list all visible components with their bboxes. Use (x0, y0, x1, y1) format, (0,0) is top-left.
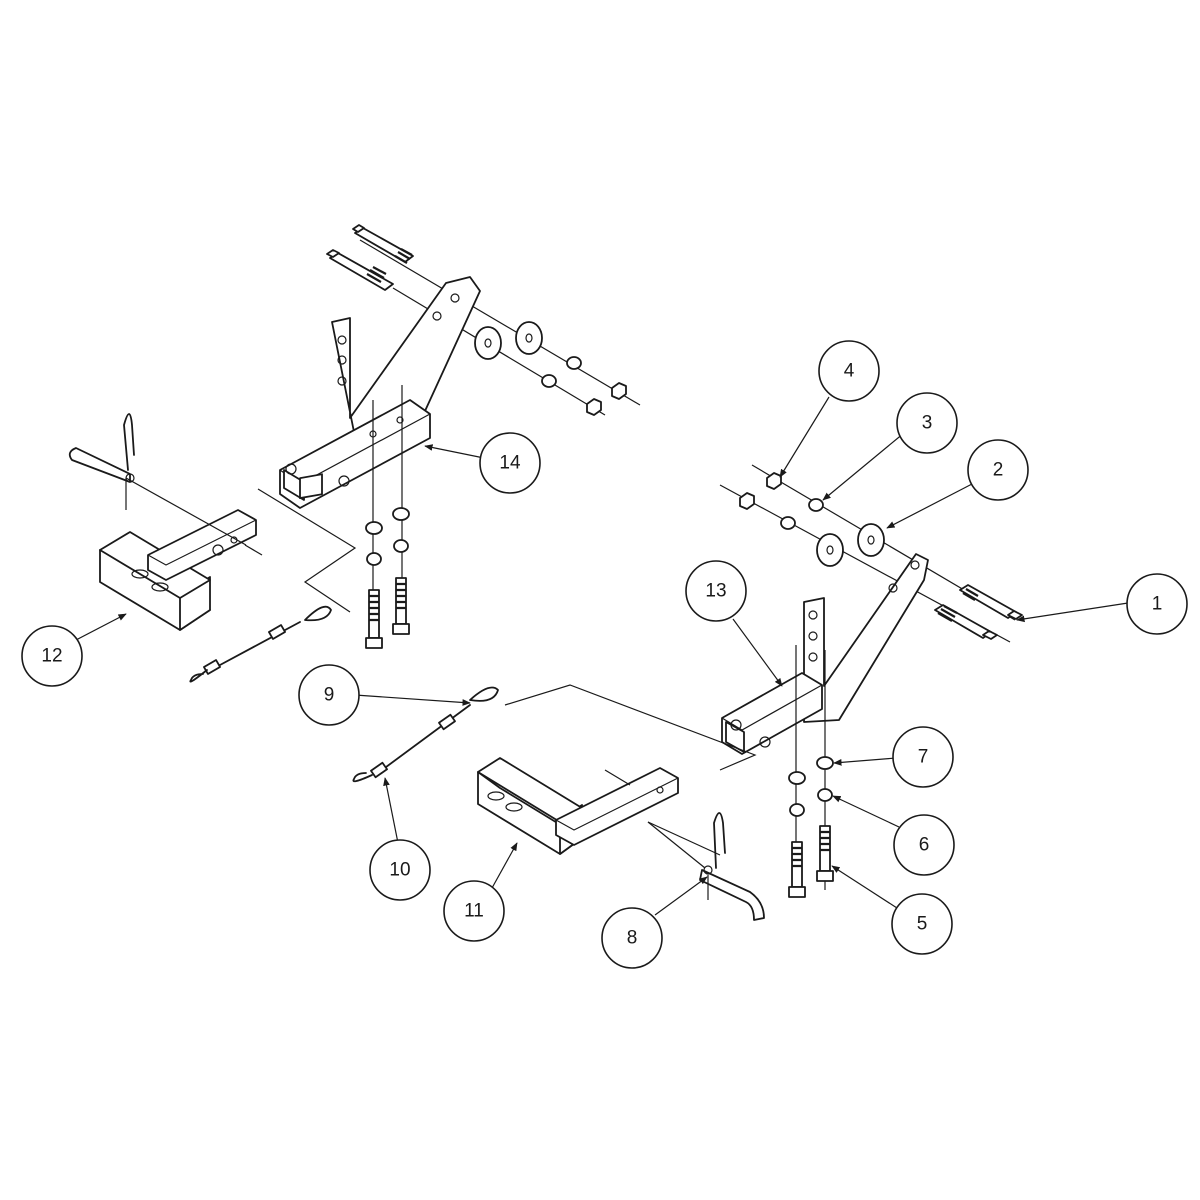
callout-4-label: 4 (844, 361, 855, 382)
callout-8: 8 (601, 907, 663, 969)
callout-10-label: 10 (389, 860, 410, 881)
upper-bolt-left (352, 224, 641, 406)
callout-13: 13 (685, 560, 747, 622)
callout-9-label: 9 (324, 685, 335, 706)
callout-5: 5 (891, 893, 953, 955)
left-hitch-bracket-12 (68, 413, 263, 631)
callout-1: 1 (1126, 573, 1188, 635)
callout-4: 4 (818, 340, 880, 402)
callout-7-label: 7 (918, 747, 929, 768)
callout-1-label: 1 (1152, 594, 1163, 615)
callout-14-label: 14 (499, 453, 521, 474)
callout-2-label: 2 (993, 460, 1004, 481)
leader-lines (75, 396, 1129, 916)
vertical-bolts-right (788, 756, 834, 898)
callout-11: 11 (443, 880, 505, 942)
callout-9: 9 (298, 664, 360, 726)
safety-cable-center (352, 684, 757, 783)
callout-12: 12 (21, 625, 83, 687)
left-frame-assembly-14 (279, 224, 641, 649)
gusset-plate-right (803, 553, 929, 723)
callout-14: 14 (479, 432, 541, 494)
callout-13-label: 13 (705, 581, 726, 602)
callout-12-label: 12 (41, 646, 62, 667)
callout-2: 2 (967, 439, 1029, 501)
safety-cable-left (189, 488, 357, 683)
washers-left-top (474, 321, 627, 416)
right-bolts (934, 584, 1023, 640)
washers-right (739, 472, 885, 567)
callout-6-label: 6 (919, 835, 930, 856)
hitch-pin-8 (699, 812, 765, 921)
right-frame-assembly-13 (719, 464, 1023, 898)
callout-3-label: 3 (922, 413, 933, 434)
callout-8-label: 8 (627, 928, 638, 949)
callout-6: 6 (893, 814, 955, 876)
callout-3: 3 (896, 392, 958, 454)
center-hitch-bracket-11 (477, 757, 765, 921)
callout-7: 7 (892, 726, 954, 788)
callout-11-label: 11 (464, 901, 484, 922)
callout-10: 10 (369, 839, 431, 901)
callout-5-label: 5 (917, 914, 928, 935)
vertical-bolts-left (365, 507, 410, 649)
